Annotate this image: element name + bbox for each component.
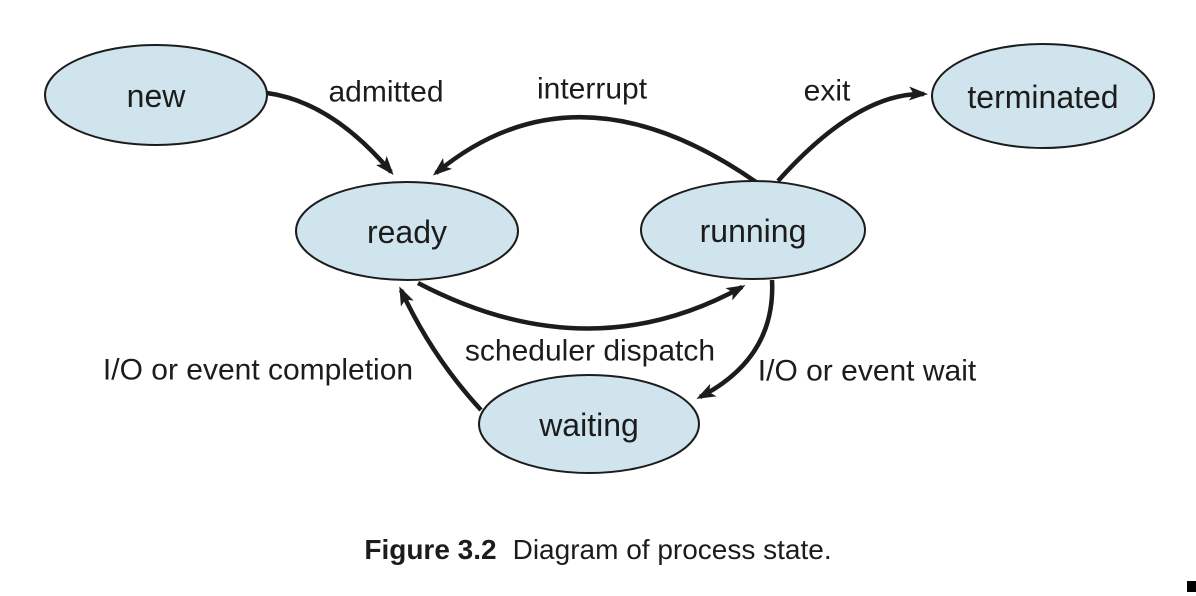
transition-label-running-to-ready: interrupt <box>537 73 648 106</box>
state-label-terminated: terminated <box>967 79 1118 115</box>
end-of-figure-mark <box>1187 581 1196 592</box>
figure-caption-text: Diagram of process state. <box>512 534 832 565</box>
state-running <box>640 180 866 280</box>
state-label-ready: ready <box>367 214 447 250</box>
transition-arrow-new-to-ready <box>266 90 394 176</box>
state-ready <box>295 181 519 281</box>
state-label-new: new <box>127 78 187 114</box>
transition-label-ready-to-running: scheduler dispatch <box>465 335 715 368</box>
state-terminated <box>931 43 1155 149</box>
transition-label-running-to-terminated: exit <box>804 75 851 108</box>
transition-arrow-waiting-to-ready <box>398 286 483 412</box>
transition-arrow-running-to-terminated <box>776 86 928 183</box>
transition-arrow-running-to-waiting <box>696 279 775 400</box>
transition-arrow-running-to-ready <box>432 115 758 184</box>
transition-label-waiting-to-ready: I/O or event completion <box>103 354 413 387</box>
state-label-running: running <box>700 213 807 249</box>
state-new <box>44 44 268 146</box>
transition-label-running-to-waiting: I/O or event wait <box>758 355 977 388</box>
state-waiting <box>478 374 700 474</box>
figure-caption-number: Figure 3.2 <box>364 534 497 565</box>
transition-label-new-to-ready: admitted <box>328 76 443 109</box>
figure-caption: Figure 3.2 Diagram of process state. <box>0 534 1196 566</box>
transition-arrow-ready-to-running <box>416 281 746 331</box>
state-label-waiting: waiting <box>538 407 639 443</box>
